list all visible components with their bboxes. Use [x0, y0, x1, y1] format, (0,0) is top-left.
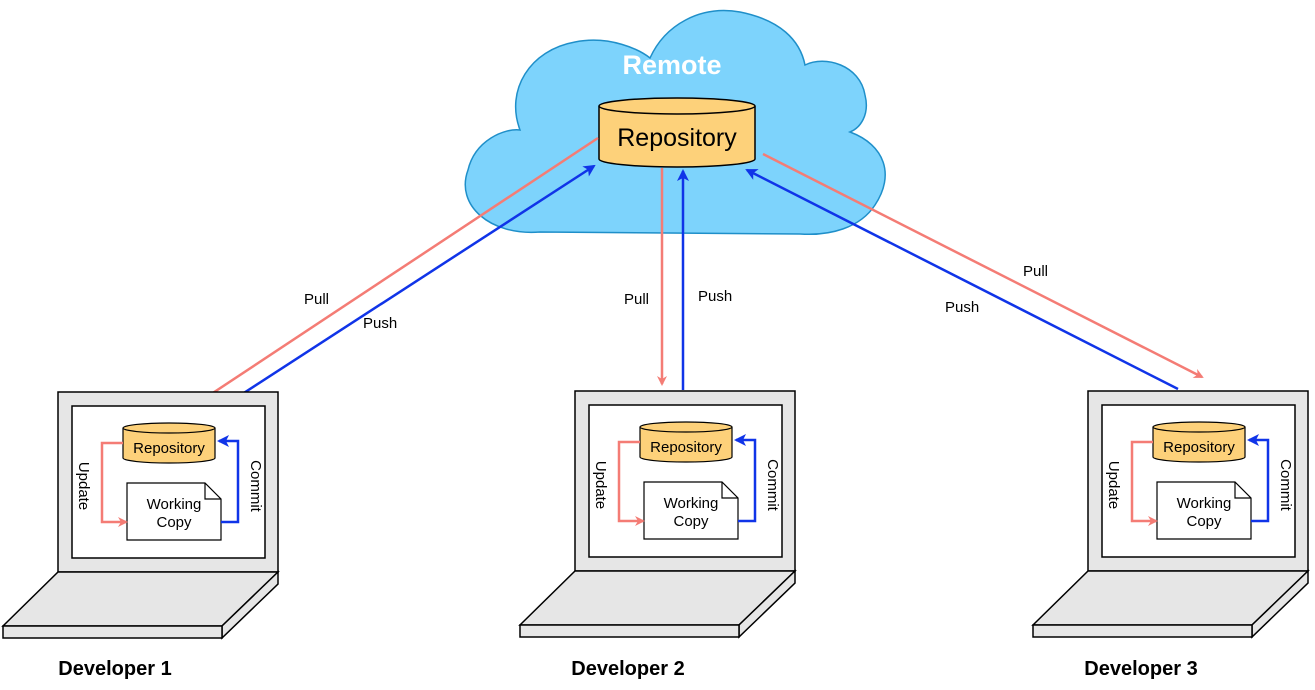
working-copy-label-line1: Working: [1177, 495, 1232, 512]
pull-label-dev1: Pull: [304, 291, 329, 308]
flows-developer-3: Pull Push: [745, 152, 1204, 391]
commit-arrow: [1247, 434, 1270, 523]
developer-name: Developer 2: [571, 658, 684, 680]
flows-developer-1: Pull Push: [164, 136, 599, 426]
remote-repository-label: Repository: [617, 124, 737, 152]
working-copy-label-line2: Copy: [1186, 513, 1222, 530]
push-arrow-dev3: [745, 168, 1179, 391]
remote-repository: Repository: [598, 97, 756, 168]
laptop-base-front: [1032, 624, 1253, 638]
commit-label: Commit: [764, 459, 781, 511]
local-repository: Repository: [122, 422, 216, 464]
pull-label-dev2: Pull: [624, 291, 649, 308]
developer-name: Developer 1: [58, 658, 171, 680]
commit-arrow: [734, 434, 757, 523]
commit-label: Commit: [247, 460, 264, 512]
update-arrow: [1130, 440, 1158, 526]
local-repository-label: Repository: [1163, 439, 1235, 456]
developer-name: Developer 3: [1084, 658, 1197, 680]
working-copy-document: Working Copy: [643, 481, 739, 540]
working-copy-label-line2: Copy: [673, 513, 709, 530]
push-label-dev2: Push: [698, 288, 732, 305]
pull-label-dev3: Pull: [1023, 263, 1048, 280]
pull-arrow-dev1: [164, 136, 599, 426]
flows-developer-2: Pull Push: [624, 168, 732, 390]
local-repository-label: Repository: [133, 440, 205, 457]
commit-arrow: [217, 435, 240, 524]
update-arrow: [100, 441, 128, 527]
working-copy-label-line1: Working: [147, 496, 202, 513]
push-arrow-dev1: [195, 164, 596, 426]
local-repository-label: Repository: [650, 439, 722, 456]
push-label-dev1: Push: [363, 315, 397, 332]
remote-cloud: Remote Repository: [464, 9, 886, 236]
local-repository: Repository: [639, 421, 733, 463]
push-label-dev3: Push: [945, 299, 979, 316]
pull-arrow-dev3: [762, 152, 1204, 379]
working-copy-document: Working Copy: [1156, 481, 1252, 540]
laptop-base-front: [2, 625, 223, 639]
update-label: Update: [592, 461, 609, 509]
commit-label: Commit: [1277, 459, 1294, 511]
working-copy-label-line1: Working: [664, 495, 719, 512]
laptop-base-front: [519, 624, 740, 638]
working-copy-document: Working Copy: [126, 482, 222, 541]
local-repository: Repository: [1152, 421, 1246, 463]
developer-3-laptop: Repository Working Copy Update Commit De…: [1031, 390, 1310, 680]
remote-title: Remote: [622, 50, 721, 80]
update-arrow: [617, 440, 645, 526]
working-copy-label-line2: Copy: [156, 514, 192, 531]
developer-1-laptop: Repository Working Copy Update Commit De…: [1, 391, 280, 680]
update-label: Update: [75, 462, 92, 510]
developer-2-laptop: Repository Working Copy Update Commit De…: [518, 390, 797, 680]
update-label: Update: [1105, 461, 1122, 509]
